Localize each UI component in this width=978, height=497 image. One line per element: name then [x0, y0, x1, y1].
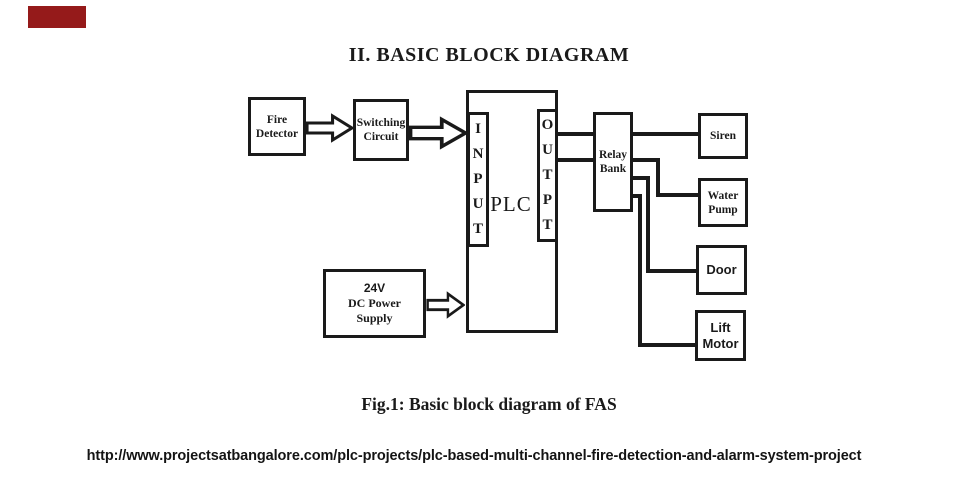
- port-letter: P: [473, 171, 483, 187]
- block-label-line: Circuit: [363, 131, 399, 143]
- port-letter: I: [475, 121, 481, 137]
- block-fire-detector: Fire Detector: [248, 97, 306, 156]
- block-arrow-right-icon: [408, 116, 468, 150]
- block-label-line: Siren: [710, 130, 736, 142]
- block-relay-bank: Relay Bank: [593, 112, 633, 212]
- block-label-line: Lift: [710, 319, 731, 335]
- connector-relay-waterpump-v: [656, 158, 660, 197]
- block-label-line: Pump: [708, 203, 738, 216]
- block-door: Door: [696, 245, 747, 295]
- block-label-line: Detector: [255, 127, 299, 140]
- port-letter: U: [542, 142, 553, 158]
- connector-relay-liftmotor-h1: [631, 194, 642, 198]
- port-letter: U: [472, 196, 484, 212]
- connector-outpt-relay-bottom: [556, 158, 594, 162]
- connector-relay-door-h1: [631, 176, 650, 180]
- connector-relay-door-v: [646, 176, 650, 273]
- plc-input-port: I N P U T: [467, 112, 489, 247]
- plc-output-port: O U T P T: [537, 109, 558, 242]
- figure-caption: Fig.1: Basic block diagram of FAS: [361, 394, 617, 414]
- block-water-pump: Water Pump: [698, 178, 748, 227]
- block-switching-circuit: Switching Circuit: [353, 99, 409, 161]
- block-siren: Siren: [698, 113, 748, 159]
- connector-outpt-relay-top: [556, 132, 594, 136]
- block-label-line: DC Power: [348, 296, 401, 310]
- block-arrow-right-icon: [305, 113, 354, 143]
- connector-relay-waterpump-h2: [656, 193, 698, 197]
- block-label-line: Motor: [702, 335, 739, 351]
- block-label-line: Supply: [356, 311, 393, 325]
- port-letter: O: [541, 117, 554, 133]
- block-label-line: Switching: [356, 117, 406, 129]
- block-label-line: Relay: [598, 149, 628, 161]
- block-label-line: Door: [706, 262, 737, 277]
- block-label-line: Bank: [599, 163, 627, 175]
- connector-relay-liftmotor-v: [638, 194, 642, 347]
- red-marker: [28, 6, 86, 28]
- source-url-link[interactable]: http://www.projectsatbangalore.com/plc-p…: [86, 448, 862, 464]
- port-letter: T: [472, 221, 483, 237]
- connector-relay-waterpump-h1: [631, 158, 660, 162]
- port-letter: T: [542, 167, 553, 183]
- plc-label: PLC: [490, 192, 532, 216]
- block-lift-motor: Lift Motor: [695, 310, 746, 361]
- port-letter: N: [472, 146, 484, 162]
- port-letter: T: [542, 217, 553, 233]
- connector-relay-door-h2: [646, 269, 696, 273]
- block-label-line: Water: [707, 189, 739, 202]
- block-label-line: 24V: [363, 281, 386, 295]
- block-arrow-right-icon: [426, 291, 465, 319]
- port-letter: P: [542, 192, 553, 208]
- connector-relay-liftmotor-h2: [638, 343, 695, 347]
- block-label-line: Fire: [266, 113, 288, 126]
- connector-relay-siren: [631, 132, 698, 136]
- page-title: II. BASIC BLOCK DIAGRAM: [348, 44, 630, 66]
- block-dc-power-supply: 24V DC Power Supply: [323, 269, 426, 338]
